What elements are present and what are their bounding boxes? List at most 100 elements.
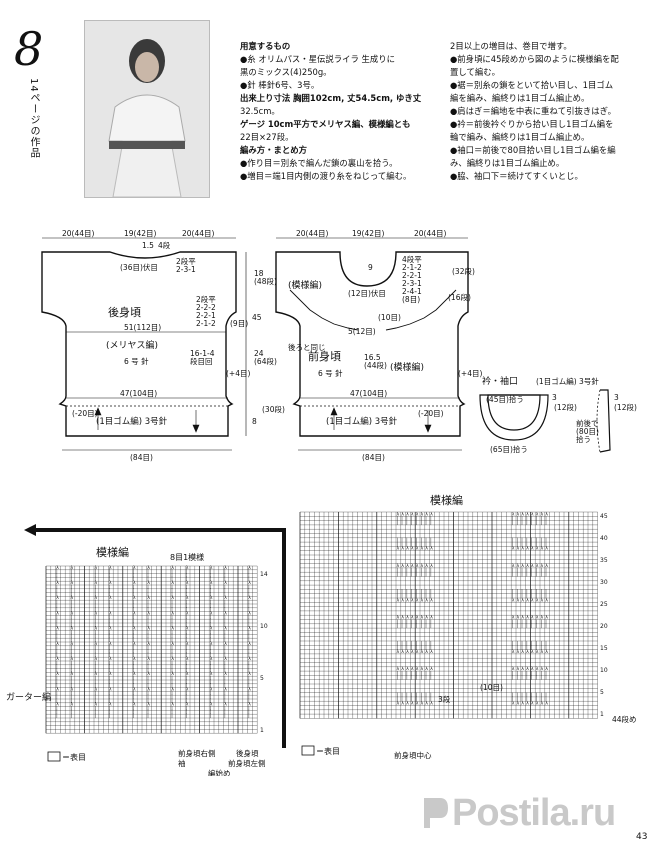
stitch-symbol: | — [56, 648, 58, 654]
stitch-symbol: | — [411, 623, 413, 629]
stitch-symbol: | — [210, 588, 212, 594]
stitch-symbol: | — [109, 588, 111, 594]
stitch-symbol: | — [406, 675, 408, 681]
stitch-symbol: | — [512, 593, 514, 599]
stitch-symbol: | — [95, 660, 97, 666]
row-number: 20 — [600, 623, 608, 630]
stitch-symbol: λ — [186, 686, 189, 692]
front-neck-depth: 9 — [368, 263, 373, 272]
stitch-symbol: | — [397, 623, 399, 629]
stitch-symbol: | — [95, 584, 97, 590]
stitch-symbol: | — [248, 683, 250, 689]
stitch-symbol: λ — [526, 546, 529, 552]
stitch-symbol: | — [397, 520, 399, 526]
row-number: 10 — [600, 667, 608, 674]
stitch-symbol: λ — [224, 610, 227, 616]
stitch-symbol: | — [536, 675, 538, 681]
stitch-symbol: | — [71, 633, 73, 639]
stitch-symbol: λ — [406, 597, 409, 603]
stitch-symbol: | — [186, 667, 188, 673]
legend-box-icon — [301, 745, 315, 756]
instruction-line: ●裾＝別糸の鎖をといて拾い目し、1目ゴム — [450, 80, 614, 90]
stitch-symbol: | — [109, 622, 111, 628]
stitch-symbol: λ — [545, 649, 548, 655]
stitch-symbol: | — [56, 572, 58, 578]
stitch-symbol: λ — [210, 595, 213, 601]
stitch-symbol: | — [186, 645, 188, 651]
stitch-symbol: λ — [147, 595, 150, 601]
stitch-symbol: | — [536, 645, 538, 651]
front-w-right: 20(44目) — [414, 229, 447, 238]
stitch-symbol: | — [147, 629, 149, 635]
stitch-symbol: | — [531, 696, 533, 702]
stitch-symbol: | — [521, 589, 523, 595]
stitch-symbol: | — [210, 705, 212, 711]
stitch-symbol: λ — [147, 580, 150, 586]
stitch-symbol: | — [536, 567, 538, 573]
stitch-symbol: | — [401, 589, 403, 595]
stitch-symbol: | — [109, 633, 111, 639]
stitch-symbol: | — [95, 698, 97, 704]
stitch-symbol: | — [224, 599, 226, 605]
back-neck-rows: 4段 — [158, 240, 171, 250]
stitch-symbol: | — [521, 692, 523, 698]
stitch-symbol: | — [416, 516, 418, 522]
stitch-symbol: | — [536, 589, 538, 595]
stitch-symbol: | — [133, 622, 135, 628]
stitch-symbol: | — [71, 652, 73, 658]
stitch-symbol: | — [430, 645, 432, 651]
stitch-symbol: | — [171, 648, 173, 654]
stitch-symbol: | — [248, 660, 250, 666]
stitch-symbol: | — [541, 696, 543, 702]
stitch-symbol: | — [545, 619, 547, 625]
stitch-symbol: | — [248, 675, 250, 681]
stitch-symbol: | — [248, 572, 250, 578]
stitch-symbol: | — [401, 692, 403, 698]
stitch-symbol: | — [56, 675, 58, 681]
stitch-symbol: | — [536, 537, 538, 543]
stitch-symbol: | — [186, 694, 188, 700]
stitch-symbol: | — [416, 675, 418, 681]
stitch-symbol: λ — [526, 511, 529, 517]
collar-depth: 3 — [552, 393, 557, 402]
stitch-symbol: | — [171, 679, 173, 685]
chart-right-title: 模様編 — [430, 493, 463, 507]
stitch-symbol: | — [71, 645, 73, 651]
stitch-symbol: | — [248, 713, 250, 719]
stitch-symbol: | — [71, 713, 73, 719]
stitch-symbol: λ — [71, 565, 74, 571]
stitch-symbol: λ — [536, 615, 539, 621]
stitch-symbol: | — [512, 567, 514, 573]
stitch-symbol: λ — [224, 641, 227, 647]
instruction-line: ●袖口＝前後で80目拾い目し1目ゴム編を編 — [450, 145, 616, 155]
stitch-symbol: | — [421, 619, 423, 625]
stitch-symbol: | — [147, 709, 149, 715]
stitch-symbol: | — [430, 670, 432, 676]
stitch-symbol: | — [95, 667, 97, 673]
stitch-symbol: | — [421, 640, 423, 646]
stitch-symbol: | — [521, 567, 523, 573]
stitch-symbol: | — [512, 537, 514, 543]
stitch-symbol: λ — [56, 626, 59, 632]
stitch-symbol: | — [171, 576, 173, 582]
stitch-symbol: | — [517, 619, 519, 625]
stitch-symbol: λ — [147, 610, 150, 616]
stitch-symbol: | — [541, 516, 543, 522]
stitch-symbol: λ — [531, 666, 534, 672]
stitch-symbol: λ — [406, 511, 409, 517]
stitch-symbol: | — [545, 675, 547, 681]
stitch-symbol: | — [411, 572, 413, 578]
stitch-symbol: | — [545, 516, 547, 522]
stitch-symbol: λ — [95, 641, 98, 647]
stitch-symbol: | — [133, 637, 135, 643]
stitch-symbol: | — [545, 670, 547, 676]
stitch-symbol: | — [133, 603, 135, 609]
stitch-symbol: | — [147, 698, 149, 704]
stitch-symbol: | — [210, 648, 212, 654]
stitch-symbol: | — [425, 670, 427, 676]
stitch-symbol: λ — [109, 702, 112, 708]
stitch-symbol: | — [512, 516, 514, 522]
stitch-symbol: | — [397, 537, 399, 543]
stitch-symbol: λ — [517, 563, 520, 569]
